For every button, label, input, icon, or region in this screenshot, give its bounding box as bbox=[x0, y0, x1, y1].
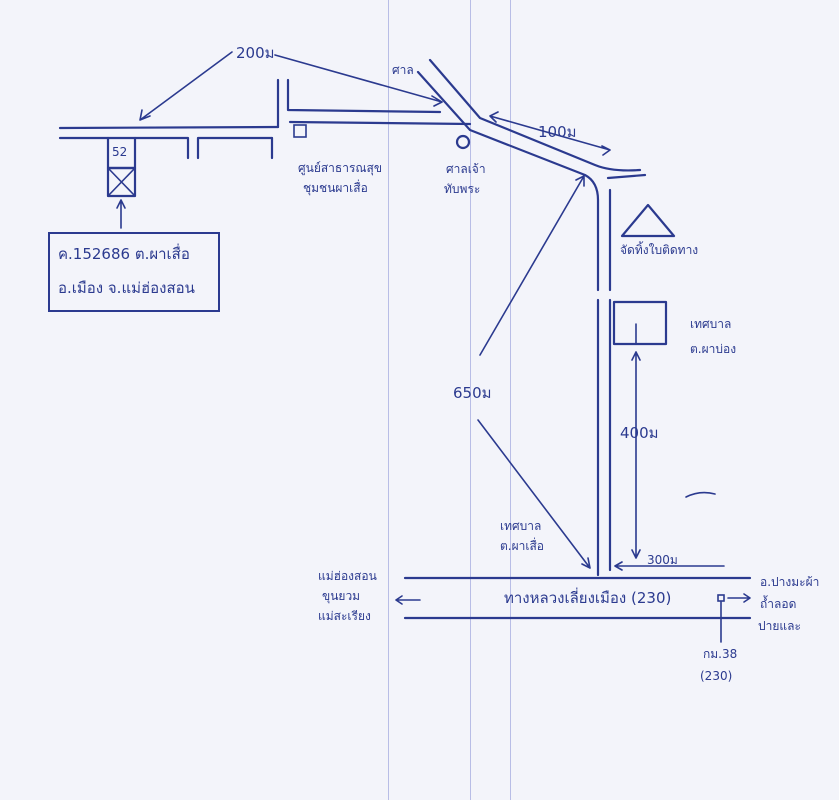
distance-300m-label: 300ม bbox=[647, 553, 678, 567]
arrow-400 bbox=[631, 351, 641, 559]
distance-400m-label: 400ม bbox=[620, 424, 659, 442]
right-destination-2: ถ้ำลอด bbox=[760, 597, 797, 611]
arrow-650-down bbox=[477, 419, 591, 569]
road-right-top bbox=[606, 173, 647, 180]
road-vertical-short bbox=[270, 78, 442, 160]
left-destination-3: แม่สะเรียง bbox=[318, 609, 371, 623]
arrow-100 bbox=[489, 111, 611, 156]
shrine-label-2: ทับพระ bbox=[444, 182, 481, 196]
office2-label-1: เทศบาล bbox=[500, 519, 542, 533]
page-guide-line bbox=[470, 0, 471, 800]
arrow-300 bbox=[614, 561, 725, 571]
office-box bbox=[612, 300, 668, 346]
stray-mark bbox=[685, 491, 716, 498]
km-marker-label-2: (230) bbox=[700, 669, 733, 683]
road-top-left bbox=[58, 125, 280, 160]
shrine-marker bbox=[455, 134, 471, 150]
address-line-2: อ.เมือง จ.แม่ฮ่องสอน bbox=[58, 279, 195, 297]
highway-road bbox=[403, 576, 752, 620]
right-destination-1: อ.ปางมะผ้า bbox=[760, 575, 820, 589]
road-diagonal bbox=[416, 58, 642, 292]
arrow-right-dest bbox=[727, 593, 751, 603]
road-top-right bbox=[288, 120, 472, 126]
office2-label-2: ต.ผาเสื่อ bbox=[500, 539, 545, 553]
office-label-2: ต.ผาบ่อง bbox=[690, 342, 737, 356]
junction-label: จัดทิ้งใบติดทาง bbox=[620, 243, 699, 257]
health-center-marker bbox=[293, 124, 307, 138]
km-post-marker bbox=[717, 594, 725, 602]
distance-100m-label: 100ม bbox=[538, 123, 577, 141]
address-box bbox=[48, 232, 220, 312]
page-guide-line bbox=[510, 0, 511, 800]
arrow-address bbox=[116, 199, 126, 229]
house-x-box bbox=[106, 166, 137, 198]
highway-label: ทางหลวงเลี่ยงเมือง (230) bbox=[504, 589, 672, 607]
health-center-label-2: ชุมชนผาเสื่อ bbox=[303, 181, 368, 195]
house-number-label: 52 bbox=[112, 145, 128, 159]
left-destination-1: แม่ฮ่องสอน bbox=[318, 569, 377, 583]
shrine-sala-label: ศาล bbox=[392, 63, 414, 77]
house-x-mark bbox=[107, 167, 136, 197]
arrow-200-right bbox=[274, 54, 443, 107]
junction-triangle bbox=[620, 203, 676, 238]
page-guide-line bbox=[388, 0, 389, 800]
km-marker-label-1: กม.38 bbox=[703, 647, 738, 661]
office-label-1: เทศบาล bbox=[690, 317, 732, 331]
distance-200m-label: 200ม bbox=[236, 44, 275, 62]
right-destination-3: ปายและ bbox=[758, 619, 801, 633]
road-right-vertical bbox=[596, 188, 612, 577]
health-center-label-1: ศูนย์สาธารณสุข bbox=[298, 161, 383, 175]
left-destination-2: ขุนยวม bbox=[322, 589, 361, 603]
arrow-650-up bbox=[479, 175, 585, 356]
distance-650m-label: 650ม bbox=[453, 384, 492, 402]
arrow-left-dest bbox=[395, 595, 421, 605]
arrow-200-left bbox=[139, 51, 233, 121]
address-line-1: ค.152686 ต.ผาเสื่อ bbox=[58, 245, 190, 263]
shrine-label-1: ศาลเจ้า bbox=[446, 162, 486, 176]
